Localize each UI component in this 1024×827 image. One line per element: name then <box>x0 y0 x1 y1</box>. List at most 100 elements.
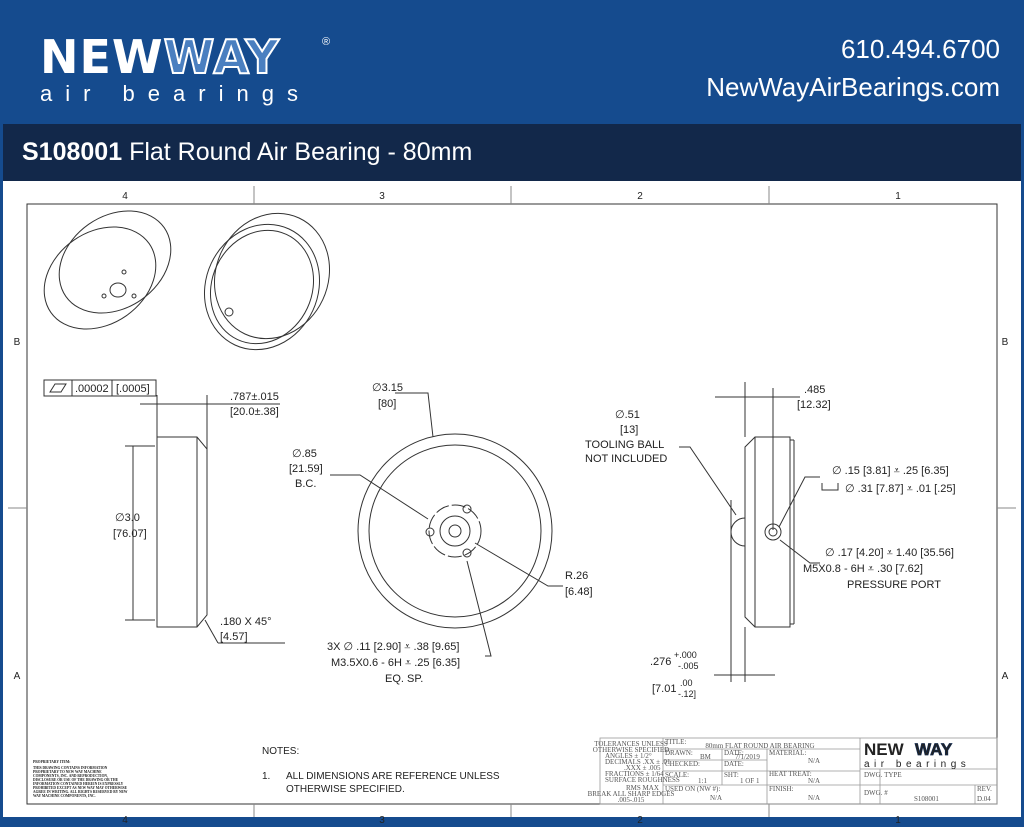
tb-logo-tagline: air bearings <box>864 759 970 770</box>
scale-label: SCALE: <box>665 771 689 779</box>
tolerance-line: BREAK ALL SHARP EDGES <box>588 790 675 798</box>
zone-col-3-bottom: 3 <box>379 815 385 826</box>
tolerance-line: FRACTIONS ± 1/64 <box>605 770 664 778</box>
zone-col-1: 1 <box>895 191 901 202</box>
flatness-value: .00002 <box>75 383 109 395</box>
mount-holes-callout: 3X ∅ .11 [2.90] ⩡ .38 [9.65] <box>327 641 459 653</box>
rev-label: REV. <box>977 785 992 793</box>
tolerance-line: SURFACE ROUGHNESS <box>605 776 680 784</box>
ball-height-tol-plus: +.000 <box>674 650 697 660</box>
mount-holes-thread: M3.5X0.6 - 6H ⩡ .25 [6.35] <box>331 657 460 669</box>
checked-date-label: DATE: <box>724 760 744 768</box>
flatness-mm: [.0005] <box>116 383 150 395</box>
tolerance-line: OTHERWISE SPECIFIED <box>593 746 669 754</box>
zone-row-b: B <box>14 337 21 348</box>
title-block-text: TOLERANCES UNLESS OTHERWISE SPECIFIED AN… <box>588 738 992 804</box>
zone-dividers <box>8 186 1016 817</box>
zone-col-4-bottom: 4 <box>122 815 128 826</box>
part-name: Flat Round Air Bearing - 80mm <box>129 138 473 166</box>
pressure-port-thread: M5X0.8 - 6H ⩡ .30 [7.62] <box>803 563 923 575</box>
front-view <box>330 392 563 657</box>
part-number: S108001 <box>22 138 123 166</box>
header: NEWWAY ® air bearings 610.494.6700 NewWa… <box>0 0 1024 122</box>
notes-heading: NOTES: <box>262 746 299 757</box>
side-view-left <box>43 379 285 644</box>
thickness-dim: .787±.015 <box>230 391 279 403</box>
finish-value: N/A <box>808 794 820 802</box>
bolt-circle-label: B.C. <box>295 478 316 490</box>
front-view-dims: ∅3.15 [80] ∅.85 [21.59] B.C. R.26 [6.48]… <box>289 382 593 685</box>
ball-height-dim: .276 <box>650 656 671 668</box>
zone-row-a: A <box>14 671 21 682</box>
tb-logo-way: WAY <box>915 740 953 759</box>
proprietary-body: THIS DRAWING CONTAINS INFORMATION PROPRI… <box>33 766 128 798</box>
zone-col-1-bottom: 1 <box>895 815 901 826</box>
chamfer-dim-mm: [4.57] <box>220 631 248 643</box>
thickness-dim-mm: [20.0±.38] <box>230 406 279 418</box>
rev-value: D.04 <box>977 795 991 803</box>
outer-diameter-dim-mm: [80] <box>378 398 396 410</box>
tolerance-line: .005-.015 <box>618 796 645 804</box>
radius-dim-mm: [6.48] <box>565 586 593 598</box>
drawing-border <box>26 203 998 805</box>
website-link[interactable]: NewWayAirBearings.com <box>706 72 1000 102</box>
side-view-right <box>679 382 839 682</box>
tooling-ball-note: NOT INCLUDED <box>585 453 667 465</box>
drawn-value: BM <box>700 753 712 761</box>
port-offset-dim-mm: [12.32] <box>797 399 831 411</box>
port-counterbore-2: ∅ .31 [7.87] ⩡ .01 [.25] <box>845 483 956 495</box>
dwg-number-label: DWG. # <box>864 789 888 797</box>
zone-row-b-right: B <box>1002 337 1009 348</box>
radius-dim: R.26 <box>565 570 588 582</box>
ball-height-tol-minus: -.005 <box>678 661 699 671</box>
port-counterbore-1: ∅ .15 [3.81] ⩡ .25 [6.35] <box>832 465 949 477</box>
checked-label: CHECKED: <box>665 760 700 768</box>
proprietary-notice: PROPRIETARY ITEM: THIS DRAWING CONTAINS … <box>33 760 128 798</box>
tolerance-line: TOLERANCES UNLESS <box>594 740 668 748</box>
tolerance-line: RMS MAX <box>626 784 659 792</box>
isometric-view-top <box>203 212 331 351</box>
dwg-type-label: DWG. TYPE <box>864 771 902 779</box>
note-1-line-1: ALL DIMENSIONS ARE REFERENCE UNLESS <box>286 771 500 782</box>
title-block-logo: NEW WAY air bearings <box>864 740 970 770</box>
bolt-circle-dim-mm: [21.59] <box>289 463 323 475</box>
contact-info: 610.494.6700 NewWayAirBearings.com <box>706 30 1000 106</box>
title-label: TITLE: <box>665 738 686 746</box>
logo-tagline: air bearings <box>40 81 311 106</box>
logo-way: WAY <box>163 30 280 84</box>
tooling-ball-dia: ∅.51 <box>615 409 640 421</box>
finish-label: FINISH: <box>769 785 794 793</box>
date-value: 7/1/2019 <box>735 753 760 761</box>
side-diameter-dim-mm: [76.07] <box>113 528 147 540</box>
drawing-sheet <box>3 181 1021 817</box>
sheet-label: SHT: <box>724 771 739 779</box>
title-bar: S108001 Flat Round Air Bearing - 80mm <box>3 124 1021 181</box>
side-view-right-dims: .485 [12.32] ∅.51 [13] TOOLING BALL NOT … <box>585 384 956 699</box>
tolerance-line: DECIMALS .XX ± .01 <box>605 758 671 766</box>
newway-logo: NEWWAY ® air bearings <box>40 33 330 106</box>
isometric-view-bottom <box>43 210 172 330</box>
heat-treat-label: HEAT TREAT: <box>769 770 812 778</box>
title-block <box>599 737 998 805</box>
material-label: MATERIAL: <box>769 749 806 757</box>
pressure-port-label: PRESSURE PORT <box>847 579 941 591</box>
bolt-circle-dim: ∅.85 <box>292 448 317 460</box>
drawing-title: 80mm FLAT ROUND AIR BEARING <box>705 742 814 750</box>
phone-number[interactable]: 610.494.6700 <box>840 34 1000 64</box>
tooling-ball-label: TOOLING BALL <box>585 439 664 451</box>
ball-height-mm-plus: .00 <box>680 678 693 688</box>
ball-height-mm: [7.01 <box>652 683 676 695</box>
used-on-label: USED ON (NW #): <box>665 785 720 793</box>
outer-diameter-dim: ∅3.15 <box>372 382 403 394</box>
dwg-number: S108001 <box>914 795 939 803</box>
pressure-port-drill: ∅ .17 [4.20] ⩡ 1.40 [35.56] <box>825 547 954 559</box>
chamfer-dim: .180 X 45° <box>220 616 272 628</box>
port-offset-dim: .485 <box>804 384 825 396</box>
zone-col-2-bottom: 2 <box>637 815 643 826</box>
scale-value: 1:1 <box>698 777 707 785</box>
ball-height-mm-minus: -.12] <box>678 689 696 699</box>
notes: NOTES: 1. ALL DIMENSIONS ARE REFERENCE U… <box>262 746 500 795</box>
material-value: N/A <box>808 757 820 765</box>
side-view-left-dims: .00002 [.0005] .787±.015 [20.0±.38] ∅3.0… <box>75 383 279 643</box>
